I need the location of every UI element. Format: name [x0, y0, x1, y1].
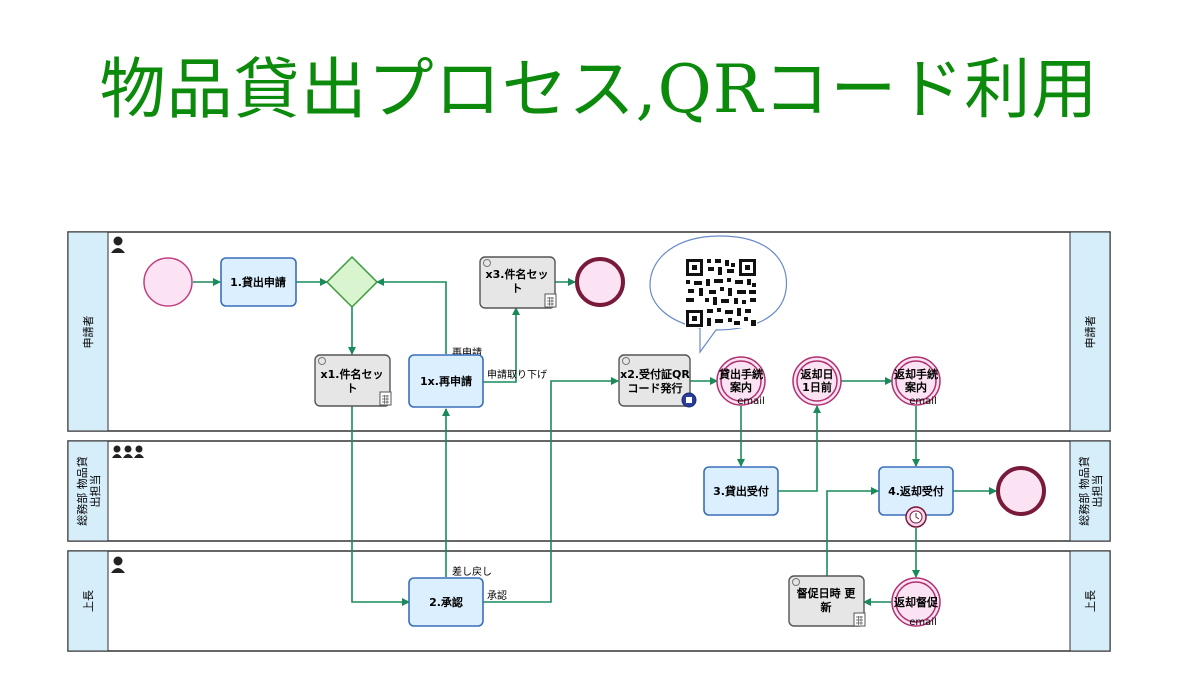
- task-x2-qr-issue[interactable]: x2.受付証QR コード発行: [618, 354, 697, 408]
- lane-label-applicant-right: 申請者: [1083, 316, 1097, 349]
- lane-label-boss-right: 上長: [1084, 590, 1097, 612]
- lane-label-general-affairs-left-1: 総務部 物品貸: [75, 456, 89, 526]
- task-label-x1-line2: ト: [347, 382, 358, 395]
- event-day-before: 返却日 1日前: [792, 356, 842, 406]
- task-label-x2-line2: コード発行: [628, 381, 683, 395]
- calculator-icon: [853, 612, 866, 627]
- gear-icon: [318, 357, 326, 365]
- event-email-label: email: [909, 617, 937, 628]
- person-icon: [111, 236, 125, 253]
- flow-label-send-back: 差し戻し: [452, 565, 492, 578]
- qr-service-icon: [681, 392, 697, 408]
- flow-reapply-to-x3: [483, 307, 520, 383]
- calculator-icon: [379, 391, 392, 406]
- lane-label-applicant-left: 申請者: [81, 316, 95, 349]
- gear-icon: [483, 259, 491, 267]
- task-label-remind-line1: 督促日時 更: [797, 586, 857, 600]
- event-label-return-notice-1: 返却手続: [894, 367, 938, 381]
- task-remind-update[interactable]: 督促日時 更 新: [788, 575, 866, 627]
- gear-icon: [792, 578, 800, 586]
- task-label-remind-line2: 新: [821, 600, 832, 614]
- task-return-receive[interactable]: 4.返却受付: [878, 466, 954, 528]
- end-event-general-affairs: [996, 466, 1046, 516]
- task-label-reapply: 1x.再申請: [420, 374, 472, 388]
- lane-label-general-affairs-right-2: 出担当: [1090, 475, 1104, 508]
- flow-lend-receive-to-day-before: [778, 405, 821, 492]
- task-label-x2-line1: x2.受付証QR: [620, 367, 690, 381]
- gear-icon: [622, 357, 630, 365]
- task-x3-subject-set[interactable]: x3.件名セッ ト: [479, 256, 557, 309]
- lane-label-boss-left: 上長: [82, 590, 95, 612]
- event-label-day-before-2: 1日前: [802, 380, 832, 394]
- lane-boss: 上長 上長: [67, 550, 1111, 652]
- qr-code-icon: [685, 258, 757, 328]
- event-label-return-notice-2: 案内: [904, 380, 927, 394]
- task-label-x3-line1: x3.件名セッ: [486, 267, 549, 281]
- task-label-return-receive: 4.返却受付: [888, 484, 944, 498]
- flow-label-approve: 承認: [487, 589, 507, 602]
- group-icon: [112, 445, 144, 458]
- page-title: 物品貸出プロセス,QRコード利用: [99, 51, 1099, 128]
- task-label-lend-receive: 3.貸出受付: [713, 484, 769, 498]
- flow-reapply-to-gateway: [376, 278, 447, 354]
- task-label-x3-line2: ト: [512, 282, 523, 295]
- event-lend-notice: 貸出手続 案内 email: [716, 356, 766, 407]
- lane-label-general-affairs-right-1: 総務部 物品貸: [1077, 456, 1091, 526]
- event-label-lend-notice-1: 貸出手続: [718, 367, 763, 381]
- task-lend-receive[interactable]: 3.貸出受付: [703, 466, 779, 516]
- lane-label-general-affairs-left-2: 出担当: [88, 475, 102, 508]
- event-label-day-before-1: 返却日: [801, 367, 834, 381]
- task-approve[interactable]: 2.承認: [408, 577, 484, 627]
- timer-icon: [905, 506, 927, 528]
- flow-x1-to-approve: [351, 406, 410, 606]
- event-email-label: email: [909, 396, 937, 407]
- exclusive-gateway[interactable]: [325, 255, 379, 309]
- flow-label-withdraw: 申請取り下げ: [487, 368, 547, 381]
- task-label-x1-line1: x1.件名セッ: [321, 367, 384, 381]
- task-x1-subject-set[interactable]: x1.件名セッ ト: [314, 354, 392, 407]
- task-reapply[interactable]: 1x.再申請: [408, 354, 484, 408]
- event-return-remind: 返却督促 email: [891, 577, 941, 628]
- task-label-approve: 2.承認: [429, 595, 463, 609]
- flow-approve-to-x2: [483, 377, 619, 603]
- end-event-applicant: [575, 257, 625, 307]
- event-label-return-remind: 返却督促: [894, 595, 939, 609]
- task-lend-apply[interactable]: 1.貸出申請: [220, 257, 297, 307]
- sequence-flows: [193, 278, 997, 606]
- event-label-lend-notice-2: 案内: [729, 380, 752, 394]
- calculator-icon: [544, 293, 557, 308]
- qr-code-bubble: [649, 235, 788, 354]
- flow-remind-update-to-return-receive: [826, 487, 879, 577]
- person-icon: [111, 556, 125, 573]
- task-label-lend-apply: 1.貸出申請: [230, 275, 286, 289]
- event-email-label: email: [737, 396, 765, 407]
- event-return-notice: 返却手続 案内 email: [891, 356, 941, 407]
- start-event: [143, 257, 193, 307]
